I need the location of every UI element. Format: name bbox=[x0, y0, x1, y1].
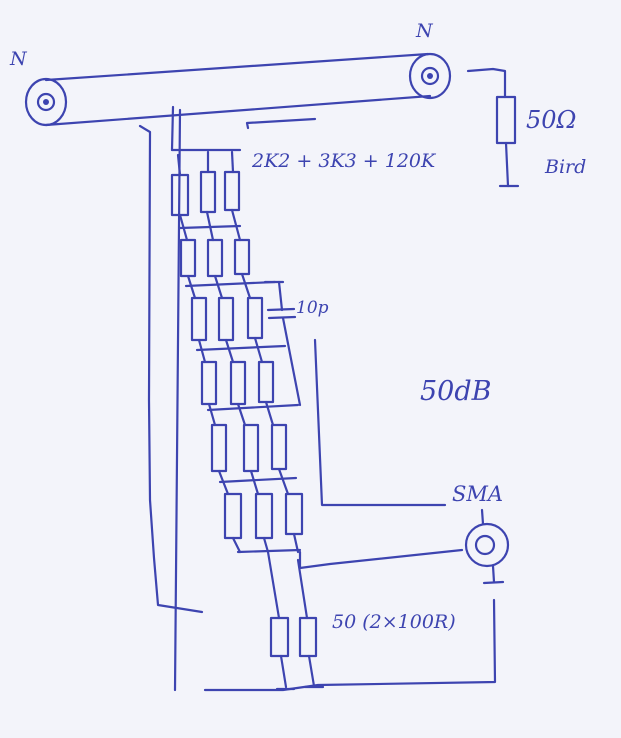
bird-label: Bird bbox=[545, 156, 587, 178]
output-load-label: 50 (2×100R) bbox=[332, 611, 456, 633]
coax-line bbox=[24, 52, 452, 127]
capacitor-10p bbox=[263, 280, 302, 407]
n-connector-right-label: N bbox=[416, 20, 433, 42]
sma-connector bbox=[298, 508, 510, 585]
attenuation-label: 50dB bbox=[420, 376, 492, 407]
termination-value-label: 50Ω bbox=[526, 106, 577, 134]
capacitor-label: 10p bbox=[296, 298, 329, 318]
bird-load bbox=[466, 67, 520, 188]
output-load bbox=[266, 550, 325, 691]
divider-network bbox=[170, 105, 304, 554]
enclosure bbox=[138, 108, 497, 692]
sma-label: SMA bbox=[452, 482, 504, 506]
resistor-values-label: 2K2 + 3K3 + 120K bbox=[252, 150, 436, 172]
n-connector-left-label: N bbox=[10, 48, 27, 70]
